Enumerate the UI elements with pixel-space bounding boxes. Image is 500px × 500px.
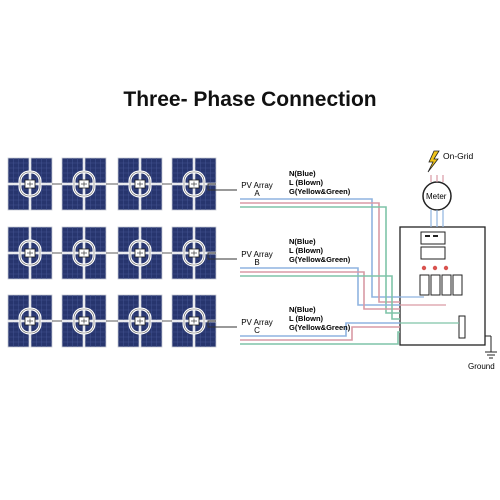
svg-text:↔: ↔ — [146, 172, 152, 178]
array-b-wire-ground: G(Yellow&Green) — [289, 255, 351, 264]
wire-line — [240, 326, 400, 341]
array-c-wire-ground: G(Yellow&Green) — [289, 323, 351, 332]
inverter-display — [420, 231, 446, 245]
array-a-wire-live: L (Blown) — [289, 178, 324, 187]
array-a-wire-neutral: N(Blue) — [289, 169, 316, 178]
wire-line — [240, 322, 400, 337]
solar-panel-group — [117, 157, 172, 211]
solar-panel-group — [171, 226, 217, 280]
solar-panel-group — [7, 226, 62, 280]
solar-panel-group — [61, 226, 118, 280]
svg-text:↔: ↔ — [146, 194, 152, 200]
solar-panel-group — [7, 294, 62, 348]
svg-text:↔: ↔ — [146, 241, 152, 247]
svg-text:↔: ↔ — [146, 309, 152, 315]
array-c-wire-neutral: N(Blue) — [289, 305, 316, 314]
svg-text:↔: ↔ — [146, 263, 152, 269]
ground-bar — [458, 315, 466, 339]
solar-panel-group — [171, 157, 217, 211]
svg-text:↔: ↔ — [146, 331, 152, 337]
wire-line — [240, 275, 400, 320]
on-grid-label: On-Grid — [443, 151, 474, 161]
diagram-title: Three- Phase Connection — [123, 88, 377, 111]
lightning-icon — [427, 150, 440, 173]
breaker-terminals — [419, 265, 463, 296]
ground-icon — [485, 335, 497, 359]
meter-label: Meter — [426, 192, 447, 201]
wire-line — [240, 271, 400, 310]
solar-panel-group — [117, 294, 172, 348]
array-b-wire-neutral: N(Blue) — [289, 237, 316, 246]
array-b-wire-live: L (Blown) — [289, 246, 324, 255]
wire-line — [240, 267, 400, 306]
wire-line — [240, 202, 400, 303]
solar-panel-group — [61, 294, 118, 348]
solar-panel-group — [61, 157, 118, 211]
array-a-wire-ground: G(Yellow&Green) — [289, 187, 351, 196]
solar-panel-group — [7, 157, 62, 211]
wire-line — [240, 331, 400, 345]
wire-line — [240, 206, 400, 314]
array-c-wire-live: L (Blown) — [289, 314, 324, 323]
ground-label: Ground — [468, 362, 495, 371]
solar-panel-group — [171, 294, 217, 348]
solar-panel-group — [117, 226, 172, 280]
